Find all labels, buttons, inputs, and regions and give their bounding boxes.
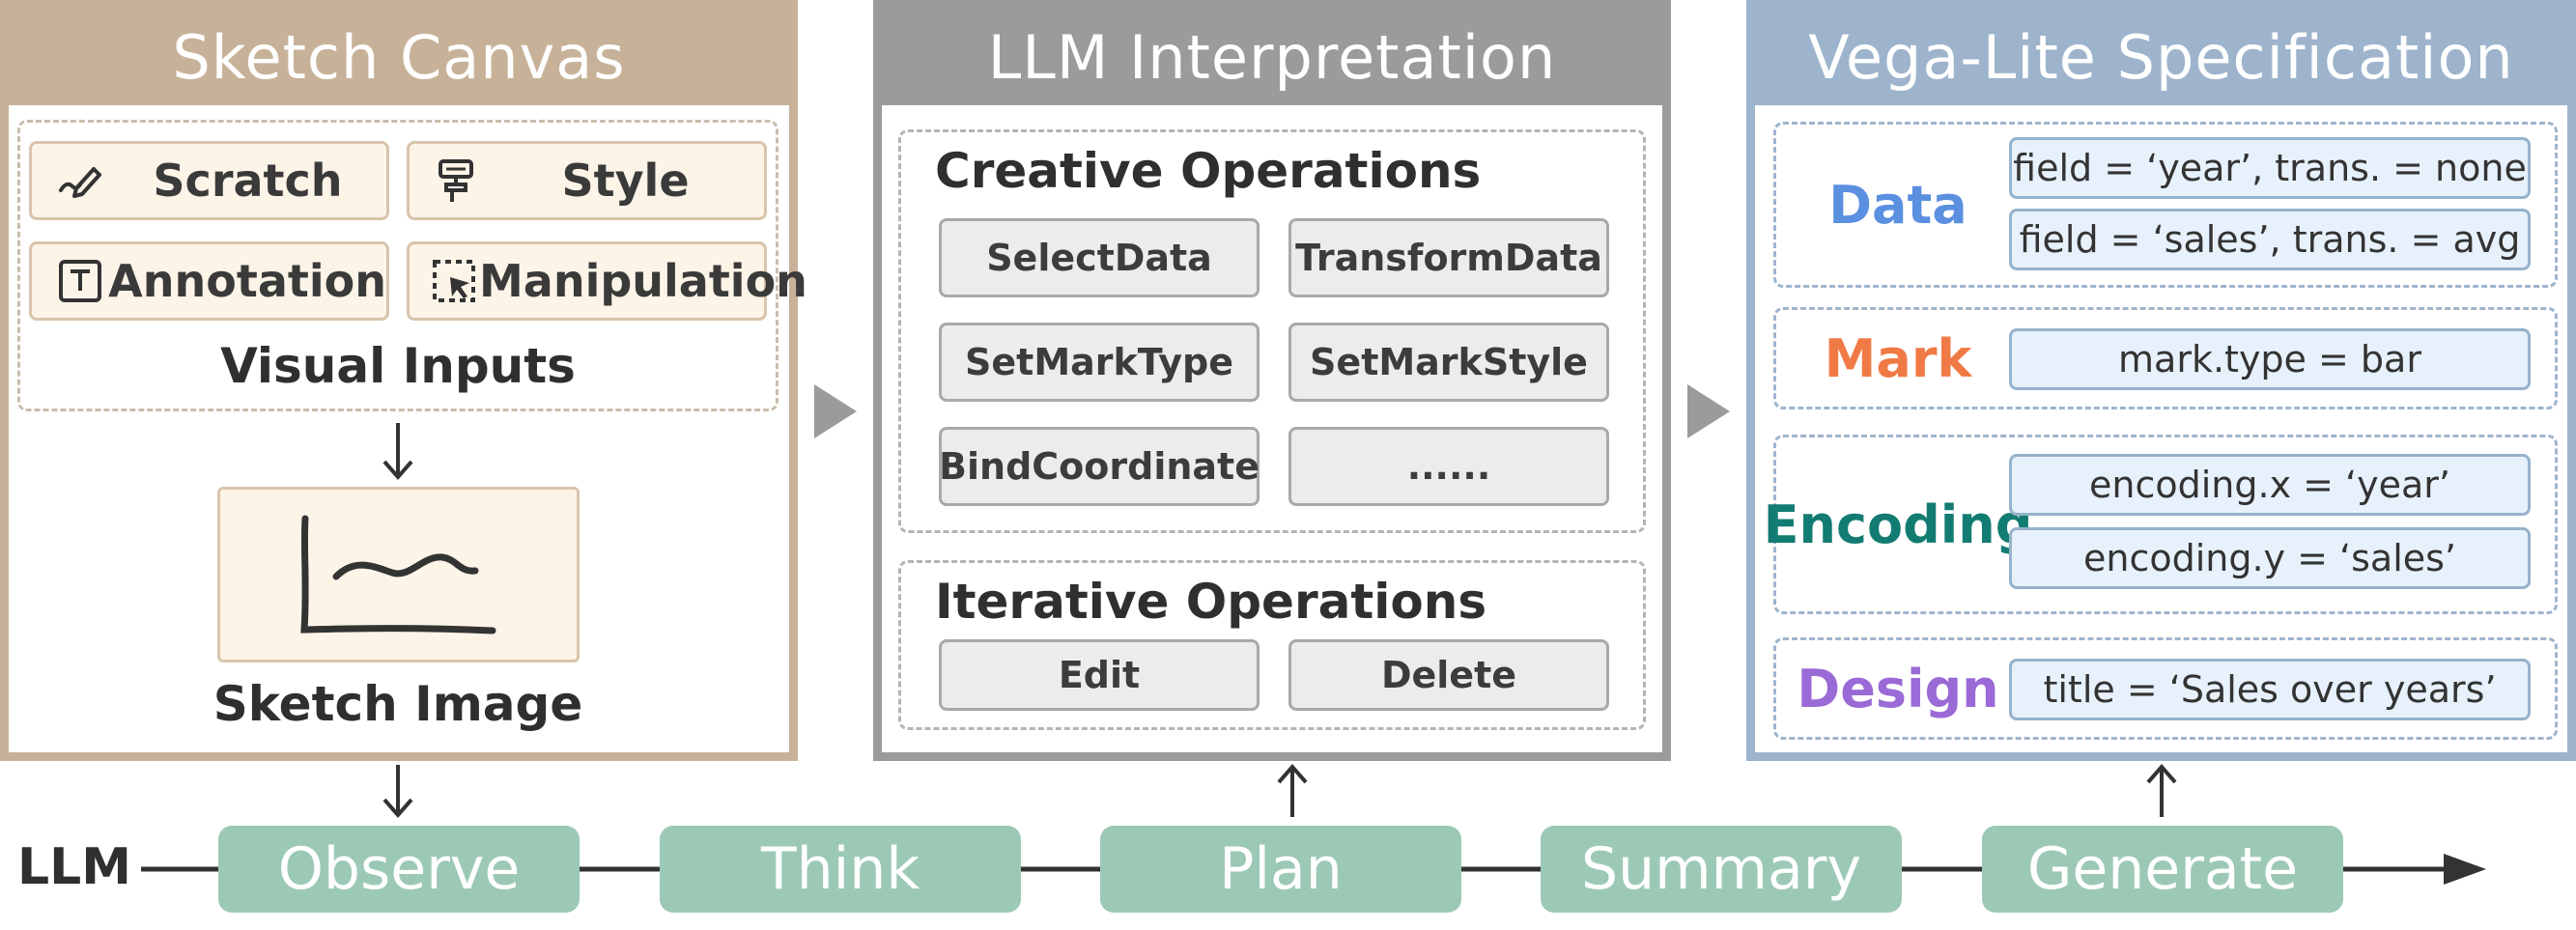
right-triangle-icon xyxy=(814,384,857,438)
text-box-icon xyxy=(51,252,108,310)
hand-drawn-chart-icon xyxy=(300,515,496,634)
down-arrow-icon xyxy=(382,423,413,481)
encoding-x-value[interactable]: encoding.x = ‘year’ xyxy=(2009,454,2531,516)
visual-inputs-label: Visual Inputs xyxy=(220,338,576,394)
sketch-canvas-title: Sketch Canvas xyxy=(172,21,626,93)
design-group xyxy=(1773,637,2558,740)
sketch-image-label: Sketch Image xyxy=(212,676,583,732)
right-triangle-icon xyxy=(1687,384,1730,438)
step-plan[interactable]: Plan xyxy=(1100,826,1461,913)
vega-lite-title: Vega-Lite Specification xyxy=(1808,21,2514,93)
scratch-label: Scratch xyxy=(153,155,343,207)
llm-label: LLM xyxy=(17,838,132,896)
iterative-operations-title: Iterative Operations xyxy=(935,574,1487,630)
data-field-year[interactable]: field = ‘year’, trans. = none xyxy=(2009,137,2531,199)
edit-op[interactable]: Edit xyxy=(939,639,1260,711)
manipulation-chip[interactable]: Manipulation xyxy=(407,241,807,321)
llm-interpretation-title: LLM Interpretation xyxy=(987,21,1557,93)
encoding-label: Encoding xyxy=(1763,493,2033,555)
annotation-chip[interactable]: Annotation xyxy=(29,241,389,321)
step-generate[interactable]: Generate xyxy=(1982,826,2343,913)
sketch-canvas-panel: Sketch Canvas xyxy=(0,0,798,761)
step-observe[interactable]: Observe xyxy=(218,826,580,913)
annotation-label: Annotation xyxy=(108,255,386,307)
delete-op[interactable]: Delete xyxy=(1288,639,1609,711)
up-arrow-icon xyxy=(1277,763,1308,817)
encoding-group xyxy=(1773,435,2558,614)
mark-label: Mark xyxy=(1824,327,1972,389)
more-ops[interactable]: ...... xyxy=(1288,427,1609,506)
llm-interpretation-header: LLM Interpretation xyxy=(882,9,1662,105)
bind-coordinate-op[interactable]: BindCoordinate xyxy=(939,427,1260,506)
sketch-image-thumbnail xyxy=(217,487,580,662)
pencil-scratch-icon xyxy=(51,152,109,210)
vega-lite-panel: Vega-Lite Specification xyxy=(1746,0,2576,761)
mark-group xyxy=(1773,307,2558,409)
mark-type-value[interactable]: mark.type = bar xyxy=(2009,328,2531,390)
visual-inputs-group xyxy=(17,120,778,411)
encoding-y-value[interactable]: encoding.y = ‘sales’ xyxy=(2009,527,2531,589)
style-label: Style xyxy=(561,155,690,207)
step-summary[interactable]: Summary xyxy=(1541,826,1902,913)
manipulation-label: Manipulation xyxy=(479,255,807,307)
style-chip[interactable]: Style xyxy=(407,141,767,220)
transform-data-op[interactable]: TransformData xyxy=(1288,218,1609,297)
paint-roller-icon xyxy=(429,152,487,210)
design-label: Design xyxy=(1797,658,1999,719)
data-group xyxy=(1773,122,2558,288)
data-label: Data xyxy=(1828,174,1967,236)
data-field-sales[interactable]: field = ‘sales’, trans. = avg xyxy=(2009,209,2531,270)
set-mark-style-op[interactable]: SetMarkStyle xyxy=(1288,323,1609,402)
select-data-op[interactable]: SelectData xyxy=(939,218,1260,297)
creative-operations-group xyxy=(898,129,1646,533)
select-cursor-icon xyxy=(429,252,479,310)
set-mark-type-op[interactable]: SetMarkType xyxy=(939,323,1260,402)
iterative-operations-group xyxy=(898,560,1646,730)
vega-lite-header: Vega-Lite Specification xyxy=(1755,9,2567,105)
step-think[interactable]: Think xyxy=(660,826,1021,913)
up-arrow-icon xyxy=(2146,763,2177,817)
creative-operations-title: Creative Operations xyxy=(935,143,1482,199)
scratch-chip[interactable]: Scratch xyxy=(29,141,389,220)
llm-interpretation-panel: LLM Interpretation xyxy=(873,0,1671,761)
sketch-canvas-header: Sketch Canvas xyxy=(9,9,789,105)
down-arrow-icon xyxy=(382,765,413,819)
design-title-value[interactable]: title = ‘Sales over years’ xyxy=(2009,659,2531,720)
